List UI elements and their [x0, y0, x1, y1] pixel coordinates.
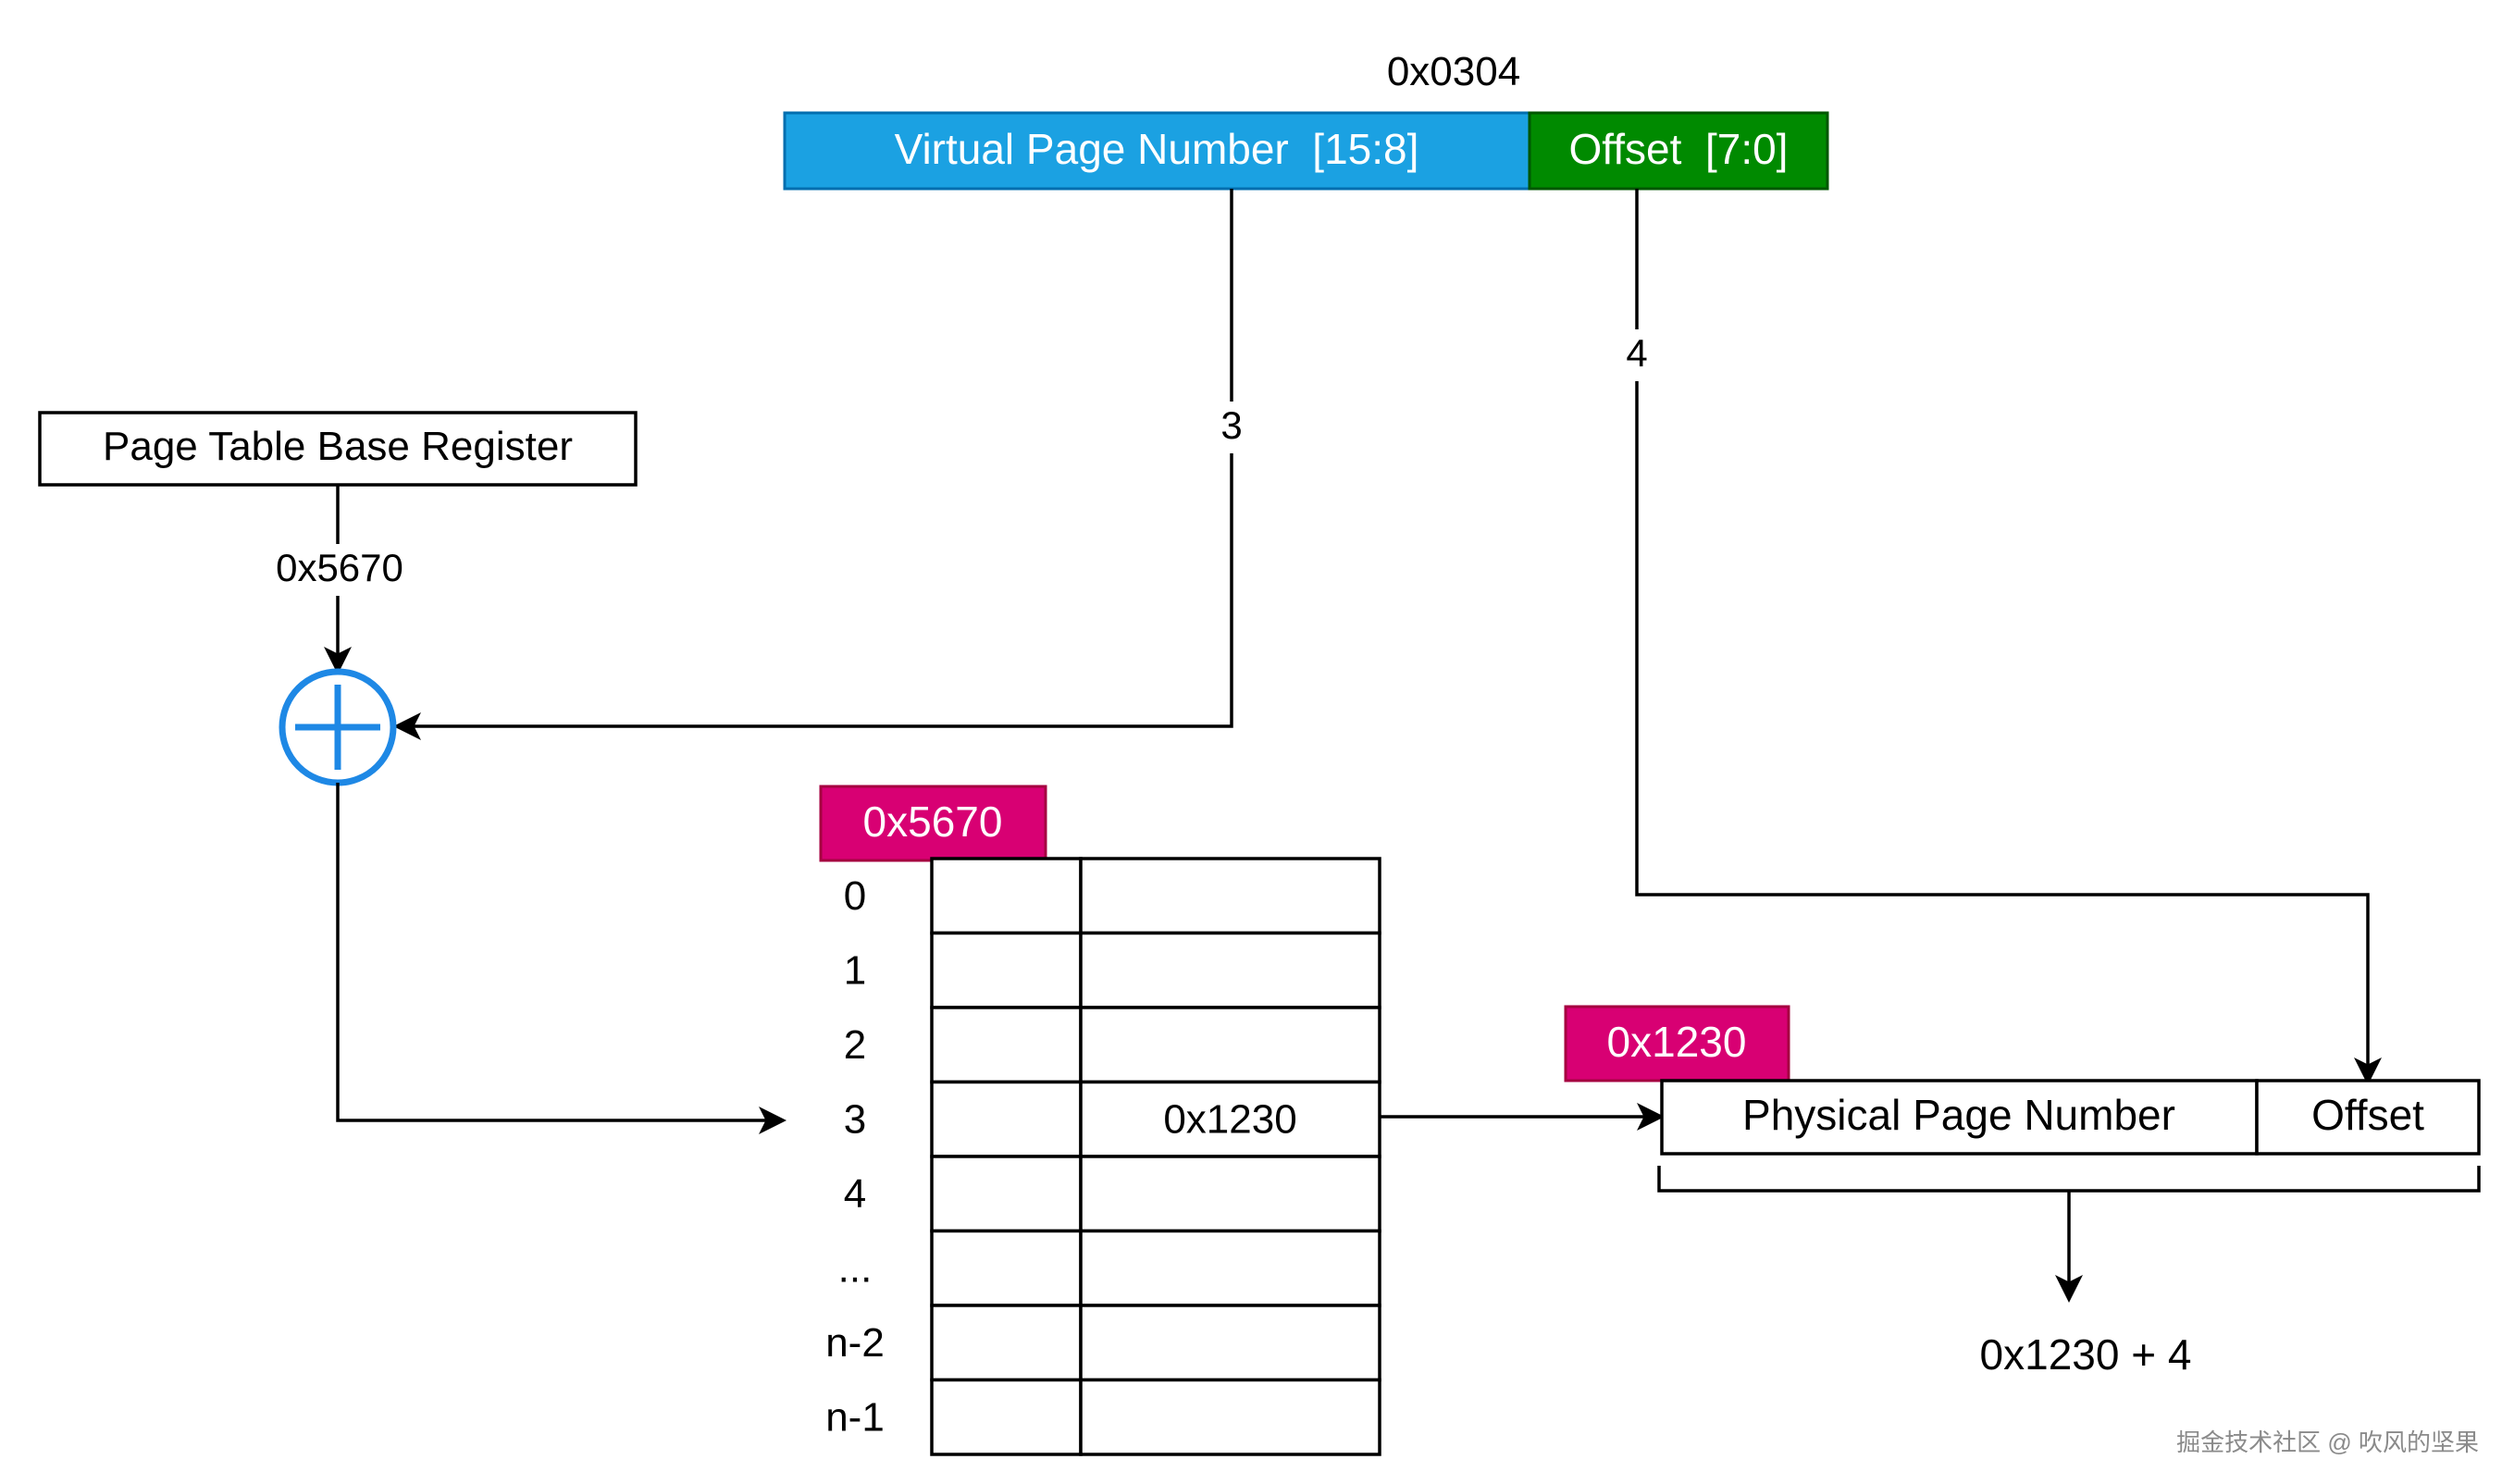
page-table: 0 1 2 3 0x1230 4... n-2 n-1: [825, 857, 1381, 1456]
ptbr-value: 0x5670: [276, 546, 403, 589]
table-row-index: ...: [838, 1246, 873, 1292]
page-table-base-tag-label: 0x5670: [863, 798, 1003, 846]
table-row-entry-cell: [1079, 1378, 1381, 1456]
vpn-to-adder-arrow: [393, 189, 1233, 740]
table-row-flag-cell: [930, 1304, 1083, 1382]
table-row-index: 0: [844, 873, 866, 919]
physical-page-tag-label: 0x1230: [1607, 1018, 1747, 1066]
physical-address-bracket: [1657, 1166, 2481, 1193]
table-row-entry-cell: [1079, 1155, 1381, 1233]
page-table-base-tag: [819, 785, 1047, 862]
table-row-index: n-2: [825, 1320, 885, 1366]
table-row-flag-cell: [930, 931, 1083, 1009]
offset-line-label: 4: [1626, 331, 1647, 375]
table-row-index: 1: [844, 948, 866, 994]
table-row-flag-cell: [930, 1229, 1083, 1307]
table-row-flag-cell: [930, 1378, 1083, 1456]
ppn-field: [1660, 1079, 2259, 1156]
table-row-entry-cell: [1079, 931, 1381, 1009]
offset-field-label: Offset [7:0]: [1569, 125, 1789, 173]
offset-field: [1528, 111, 1829, 191]
table-row-entry-cell: [1079, 1006, 1381, 1084]
table-row-flag-cell: [930, 1006, 1083, 1084]
vpn-field-label: Virtual Page Number [15:8]: [895, 125, 1419, 173]
table-row-entry-cell: [1079, 857, 1381, 935]
table-row-flag-cell: [930, 1080, 1083, 1158]
vpn-field: [783, 111, 1531, 191]
ptbr-label: Page Table Base Register: [103, 424, 573, 469]
page-table-base-register: [38, 411, 638, 487]
table-row-entry-cell: [1079, 1304, 1381, 1382]
vpn-line-label: 3: [1220, 403, 1242, 447]
physical-address-result: 0x1230 + 4: [1980, 1330, 2192, 1379]
table-row-index: 3: [844, 1097, 866, 1143]
physical-offset-field: [2255, 1079, 2481, 1156]
table-row-entry-cell: [1079, 1080, 1381, 1158]
virtual-address-value: 0x0304: [1387, 49, 1520, 94]
physical-offset-label: Offset: [2311, 1091, 2424, 1139]
table-row-entry: 0x1230: [1163, 1097, 1296, 1143]
watermark: 掘金技术社区 @ 吹风的坚果: [2176, 1428, 2479, 1456]
table-row-index: 2: [844, 1022, 866, 1068]
table-row-flag-cell: [930, 857, 1083, 935]
table-row-entry-cell: [1079, 1229, 1381, 1307]
adder-plus-icon: [279, 668, 397, 786]
adder-to-table-arrow: [336, 783, 787, 1134]
table-row-index: n-1: [825, 1395, 885, 1441]
physical-page-tag: [1564, 1005, 1790, 1082]
offset-to-physical-arrow: [1635, 189, 2382, 1085]
ppn-field-label: Physical Page Number: [1742, 1091, 2175, 1139]
table-row-flag-cell: [930, 1155, 1083, 1233]
table-row-index: 4: [844, 1171, 866, 1217]
